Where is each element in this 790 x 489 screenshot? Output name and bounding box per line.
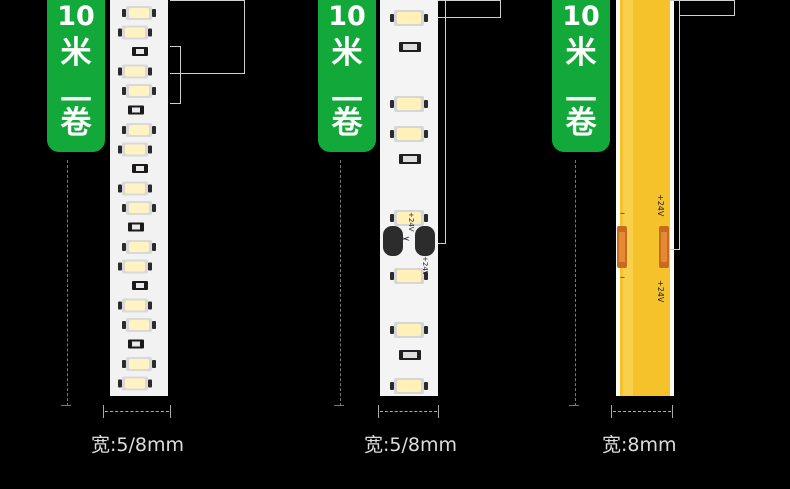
length-guide-tick bbox=[569, 405, 579, 406]
length-badge: 10 米 一 卷 bbox=[47, 0, 105, 152]
voltage-label-bottom: +24V bbox=[421, 256, 429, 276]
badge-roll: 卷 bbox=[60, 105, 92, 141]
badge-unit: 米 bbox=[60, 35, 92, 71]
scissors-icon: ✂ bbox=[400, 232, 411, 246]
callout-connector bbox=[670, 0, 680, 250]
minus-label-bottom: – bbox=[620, 272, 625, 283]
led-strip-sparse bbox=[380, 0, 438, 396]
callout-connector bbox=[170, 46, 181, 104]
badge-dash: 一 bbox=[331, 83, 363, 119]
voltage-label-top: +24V bbox=[407, 212, 415, 232]
voltage-label-top: +24V bbox=[656, 194, 665, 217]
width-dimension bbox=[378, 405, 439, 418]
width-label: 宽:5/8mm bbox=[364, 434, 457, 456]
badge-unit: 米 bbox=[331, 35, 363, 71]
badge-unit: 米 bbox=[565, 35, 597, 71]
length-guide-tick bbox=[61, 405, 71, 406]
panel-cob-strip: 10 米 一 卷 +24V +24V – – 宽:8mm bbox=[527, 0, 790, 489]
minus-label-top: – bbox=[620, 208, 625, 219]
length-badge: 10 米 一 卷 bbox=[318, 0, 376, 152]
width-label: 宽:5/8mm bbox=[91, 434, 184, 456]
width-dimension bbox=[611, 405, 673, 418]
length-guide-line bbox=[575, 160, 576, 406]
badge-roll: 卷 bbox=[331, 105, 363, 141]
badge-number: 10 bbox=[57, 1, 95, 32]
callout-connector bbox=[680, 0, 735, 16]
badge-number: 10 bbox=[328, 1, 366, 32]
badge-dash: 一 bbox=[60, 83, 92, 119]
led-strip-dense bbox=[110, 0, 168, 396]
callout-connector bbox=[438, 0, 446, 244]
panel-sparse-strip: 10 米 一 卷 ✂ +24V +24V 宽:5/8mm bbox=[263, 0, 527, 489]
callout-connector bbox=[170, 0, 245, 74]
width-label: 宽:8mm bbox=[602, 434, 677, 456]
callout-connector bbox=[438, 0, 501, 18]
badge-roll: 卷 bbox=[565, 105, 597, 141]
badge-dash: 一 bbox=[565, 83, 597, 119]
voltage-label-bottom: +24V bbox=[656, 280, 665, 303]
length-guide-line bbox=[67, 160, 68, 406]
length-guide-line bbox=[340, 160, 341, 406]
length-guide-tick bbox=[334, 405, 344, 406]
badge-number: 10 bbox=[562, 1, 600, 32]
cob-strip bbox=[616, 0, 674, 396]
panel-dense-strip: 10 米 一 卷 宽:5/8mm bbox=[0, 0, 263, 489]
width-dimension bbox=[103, 405, 171, 418]
length-badge: 10 米 一 卷 bbox=[552, 0, 610, 152]
